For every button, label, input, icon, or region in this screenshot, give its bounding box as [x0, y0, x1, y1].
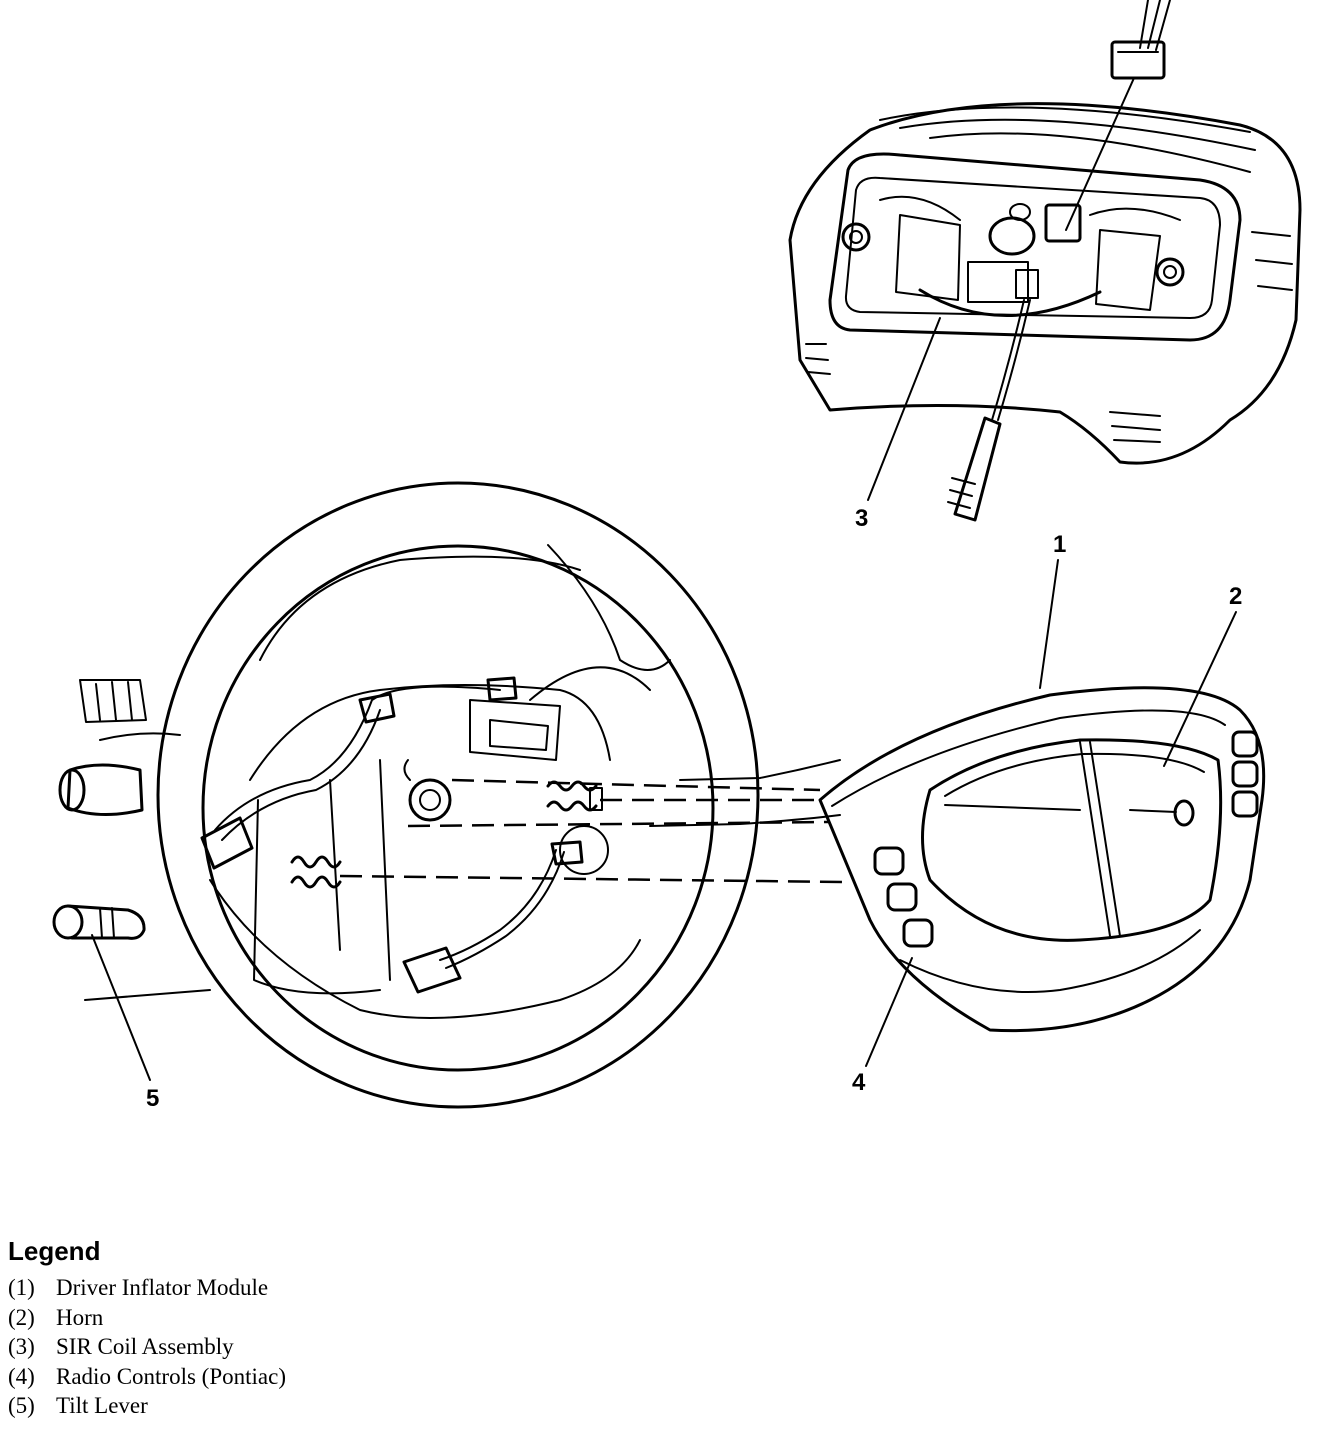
legend-item-label: Horn	[56, 1304, 104, 1330]
callout-5: 5	[146, 1085, 159, 1112]
legend: Legend (1) Driver Inflator Module (2) Horn…	[8, 1236, 608, 1421]
legend-item-label: Driver Inflator Module	[56, 1275, 269, 1300]
module-rear-inset	[788, 0, 1302, 522]
callout-2: 2	[1229, 583, 1242, 610]
horn-contact-spring-upper	[546, 780, 603, 812]
steering-wheel-diagram: 1 2 3 4 5	[52, 0, 1302, 1112]
legend-item-number: (3)	[8, 1334, 35, 1359]
legend-item-label: SIR Coil Assembly	[56, 1334, 234, 1359]
legend-item: (3) SIR Coil Assembly	[8, 1332, 608, 1362]
steering-column	[58, 679, 211, 1001]
legend-item-number: (1)	[8, 1275, 35, 1300]
tilt-lever	[52, 904, 146, 940]
legend-list: (1) Driver Inflator Module (2) Horn (3) SIR…	[8, 1273, 608, 1421]
horn-contact-spring-lower	[290, 855, 342, 889]
callout-1: 1	[1053, 531, 1066, 558]
steering-wheel	[156, 481, 760, 1109]
legend-item: (1) Driver Inflator Module	[8, 1273, 608, 1303]
legend-item-number: (5)	[8, 1393, 35, 1418]
callout-4: 4	[852, 1069, 866, 1096]
legend-item-label: Tilt Lever	[56, 1393, 148, 1418]
legend-item: (2) Horn	[8, 1303, 608, 1333]
legend-item: (5) Tilt Lever	[8, 1391, 608, 1421]
legend-item-number: (4)	[8, 1363, 35, 1389]
legend-item: (4) Radio Controls (Pontiac)	[8, 1362, 608, 1392]
legend-item-number: (2)	[8, 1304, 35, 1330]
callout-3: 3	[855, 505, 868, 532]
legend-title: Legend	[8, 1236, 101, 1266]
legend-item-label: Radio Controls (Pontiac)	[56, 1363, 286, 1389]
driver-inflator-module	[818, 686, 1266, 1033]
